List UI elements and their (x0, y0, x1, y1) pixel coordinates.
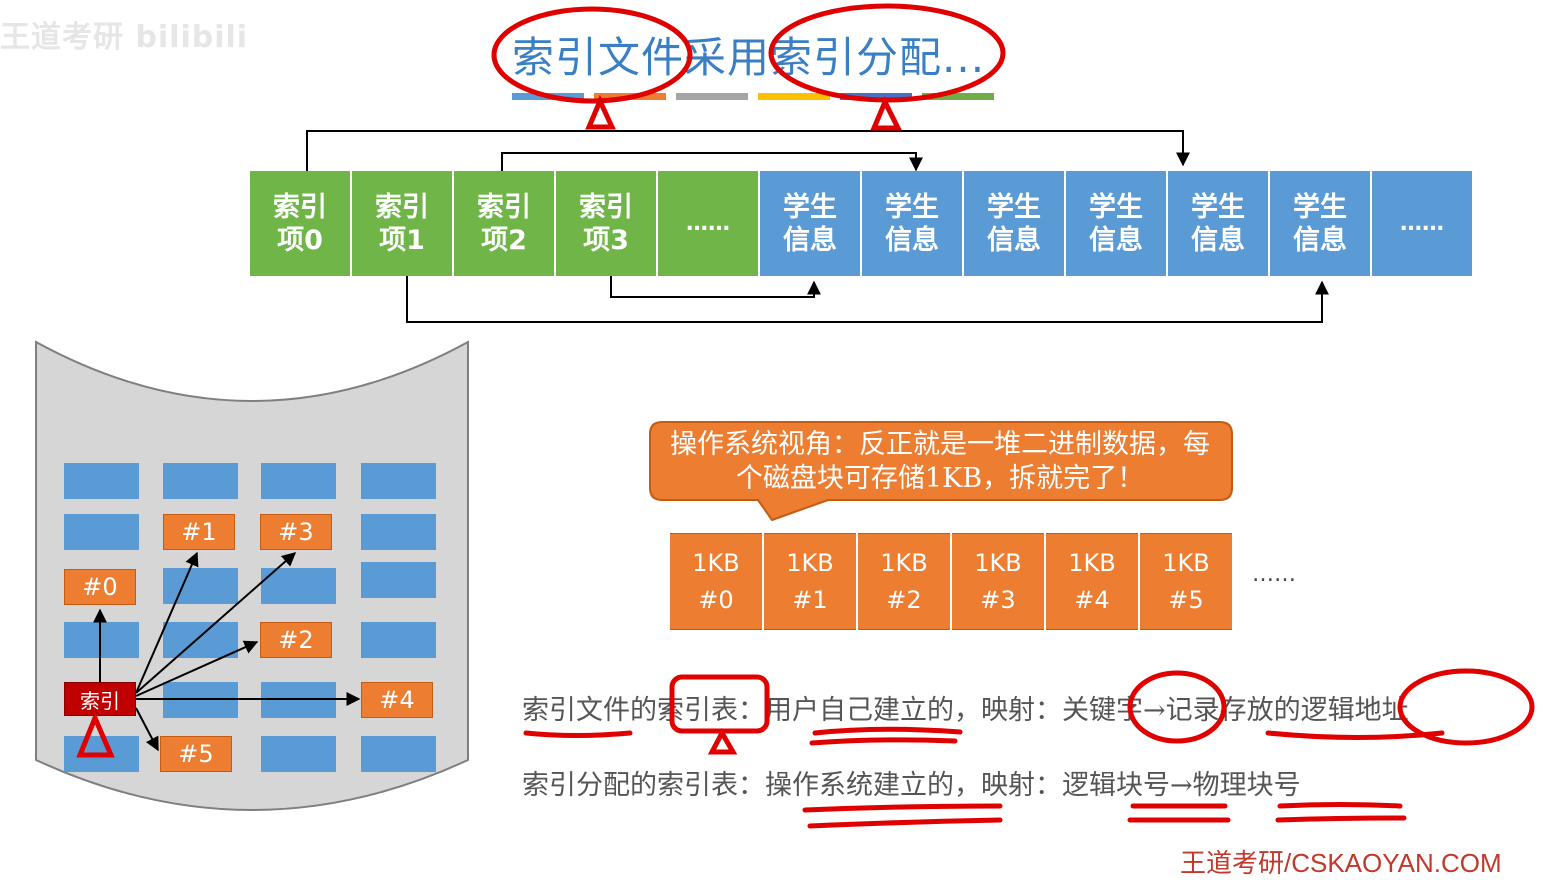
disk-block (64, 622, 139, 658)
title-color-bar (512, 93, 584, 100)
student-record: 学生 信息 (1270, 171, 1370, 276)
kb-more: …… (1252, 562, 1296, 587)
index-entry-1: 索引 项1 (352, 171, 452, 276)
footer-brand: 王道考研/CSKAOYAN.COM (1180, 848, 1502, 878)
student-record: 学生 信息 (964, 171, 1064, 276)
data-block-0: #0 (64, 569, 136, 605)
disk-block (64, 463, 139, 499)
student-record: 学生 信息 (760, 171, 860, 276)
student-record: 学生 信息 (1168, 171, 1268, 276)
data-block-1: #1 (163, 514, 235, 550)
title-color-bar (594, 93, 666, 100)
disk-block (163, 682, 238, 718)
speech-bubble (649, 421, 1233, 522)
kb-block: 1KB #3 (952, 533, 1044, 630)
data-block-4: #4 (361, 682, 433, 718)
kb-block: 1KB #4 (1046, 533, 1138, 630)
title-color-bar (922, 93, 994, 100)
disk-block (361, 514, 436, 550)
disk-block (163, 568, 238, 604)
data-block-2: #2 (260, 622, 332, 658)
data-block-5: #5 (160, 736, 232, 772)
disk-block (261, 463, 336, 499)
watermark: 王道考研 bilibili (0, 20, 249, 55)
disk-block (361, 463, 436, 499)
disk-block (261, 682, 336, 718)
kb-block: 1KB #1 (764, 533, 856, 630)
data-block-3: #3 (260, 514, 332, 550)
kb-block: 1KB #2 (858, 533, 950, 630)
disk-block (163, 463, 238, 499)
kb-block-row: 1KB #0 1KB #1 1KB #2 1KB #3 1KB #4 1KB #… (670, 533, 1234, 630)
index-block: 索引 (64, 682, 136, 716)
index-file-record-row: 索引 项0 索引 项1 索引 项2 索引 项3 …… 学生 信息 学生 信息 学… (250, 171, 1474, 276)
student-record-more: …… (1372, 171, 1472, 276)
index-entry-more: …… (658, 171, 758, 276)
bubble-text: 操作系统视角：反正就是一堆二进制数据，每个磁盘块可存储1KB，拆就完了！ (670, 429, 1210, 494)
disk-block (261, 568, 336, 604)
comparison-line-2: 索引分配的索引表：操作系统建立的，映射：逻辑块号→物理块号 (522, 770, 1301, 801)
title-color-bar (758, 93, 830, 100)
disk-block (64, 514, 139, 550)
disk-block (163, 622, 238, 658)
disk-block (261, 736, 336, 772)
index-entry-2: 索引 项2 (454, 171, 554, 276)
index-entry-0: 索引 项0 (250, 171, 350, 276)
slide-title: 索引文件采用索引分配... (512, 33, 986, 82)
disk-block (361, 736, 436, 772)
disk-block (361, 562, 436, 598)
comparison-line-1: 索引文件的索引表：用户自己建立的，映射：关键字→记录存放的逻辑地址 (522, 695, 1409, 726)
title-color-bar (840, 93, 912, 100)
student-record: 学生 信息 (862, 171, 962, 276)
student-record: 学生 信息 (1066, 171, 1166, 276)
index-entry-3: 索引 项3 (556, 171, 656, 276)
disk-block (361, 622, 436, 658)
kb-block: 1KB #0 (670, 533, 762, 630)
kb-block: 1KB #5 (1140, 533, 1232, 630)
disk-block (64, 736, 139, 772)
title-color-bar (676, 93, 748, 100)
